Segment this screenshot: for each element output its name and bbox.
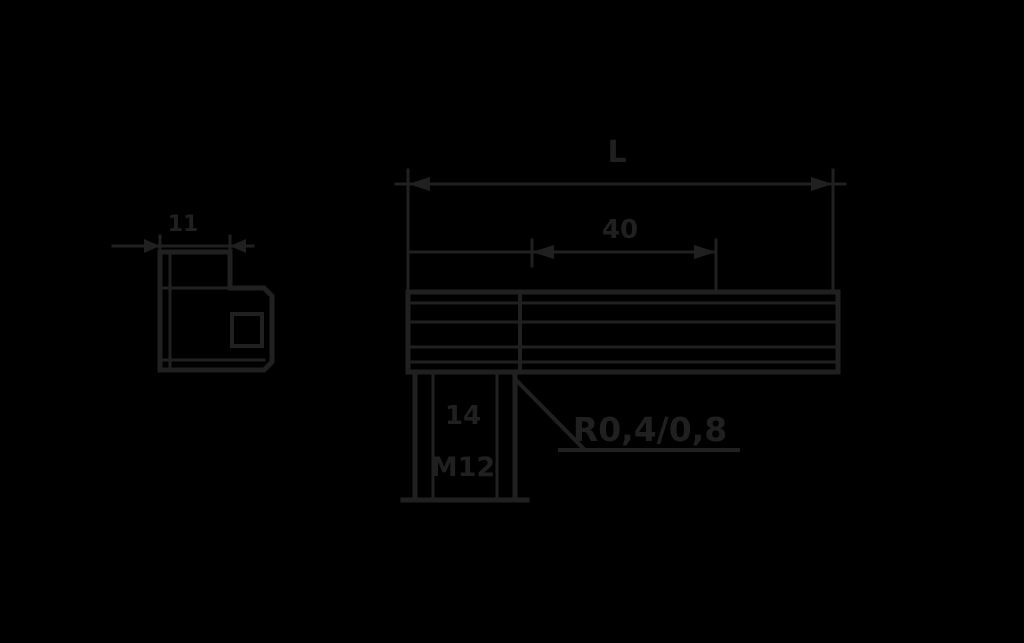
side-view-body [405,289,841,375]
end-view: 11 [111,212,275,373]
arrowhead [408,177,430,191]
leader-note-label: R0,4/0,8 [573,410,727,449]
inner-square-opening [230,312,264,348]
stud-lower-dim-label: M12 [431,452,495,483]
end-view-width-dim-label: 11 [168,212,199,237]
leader-line [515,379,586,451]
end-view-width-dimension: 11 [111,212,255,258]
stud-upper-dim-label: 14 [445,401,481,431]
overall-length-dimension: L [394,135,847,292]
arrowhead [144,239,160,253]
arrowhead [811,177,833,191]
stud-section: 14 M12 [400,369,530,503]
arrowhead [230,239,246,253]
inner-length-dimension: 40 [406,215,718,292]
overall-length-label: L [607,135,626,170]
body-outline [157,249,275,373]
inner-length-label: 40 [602,215,638,245]
arrowhead [694,245,716,259]
end-view-body [157,249,275,373]
arrowhead [532,245,554,259]
body-outline [405,289,841,375]
side-view: L 40 [394,135,847,503]
leader-note: R0,4/0,8 [515,379,740,452]
